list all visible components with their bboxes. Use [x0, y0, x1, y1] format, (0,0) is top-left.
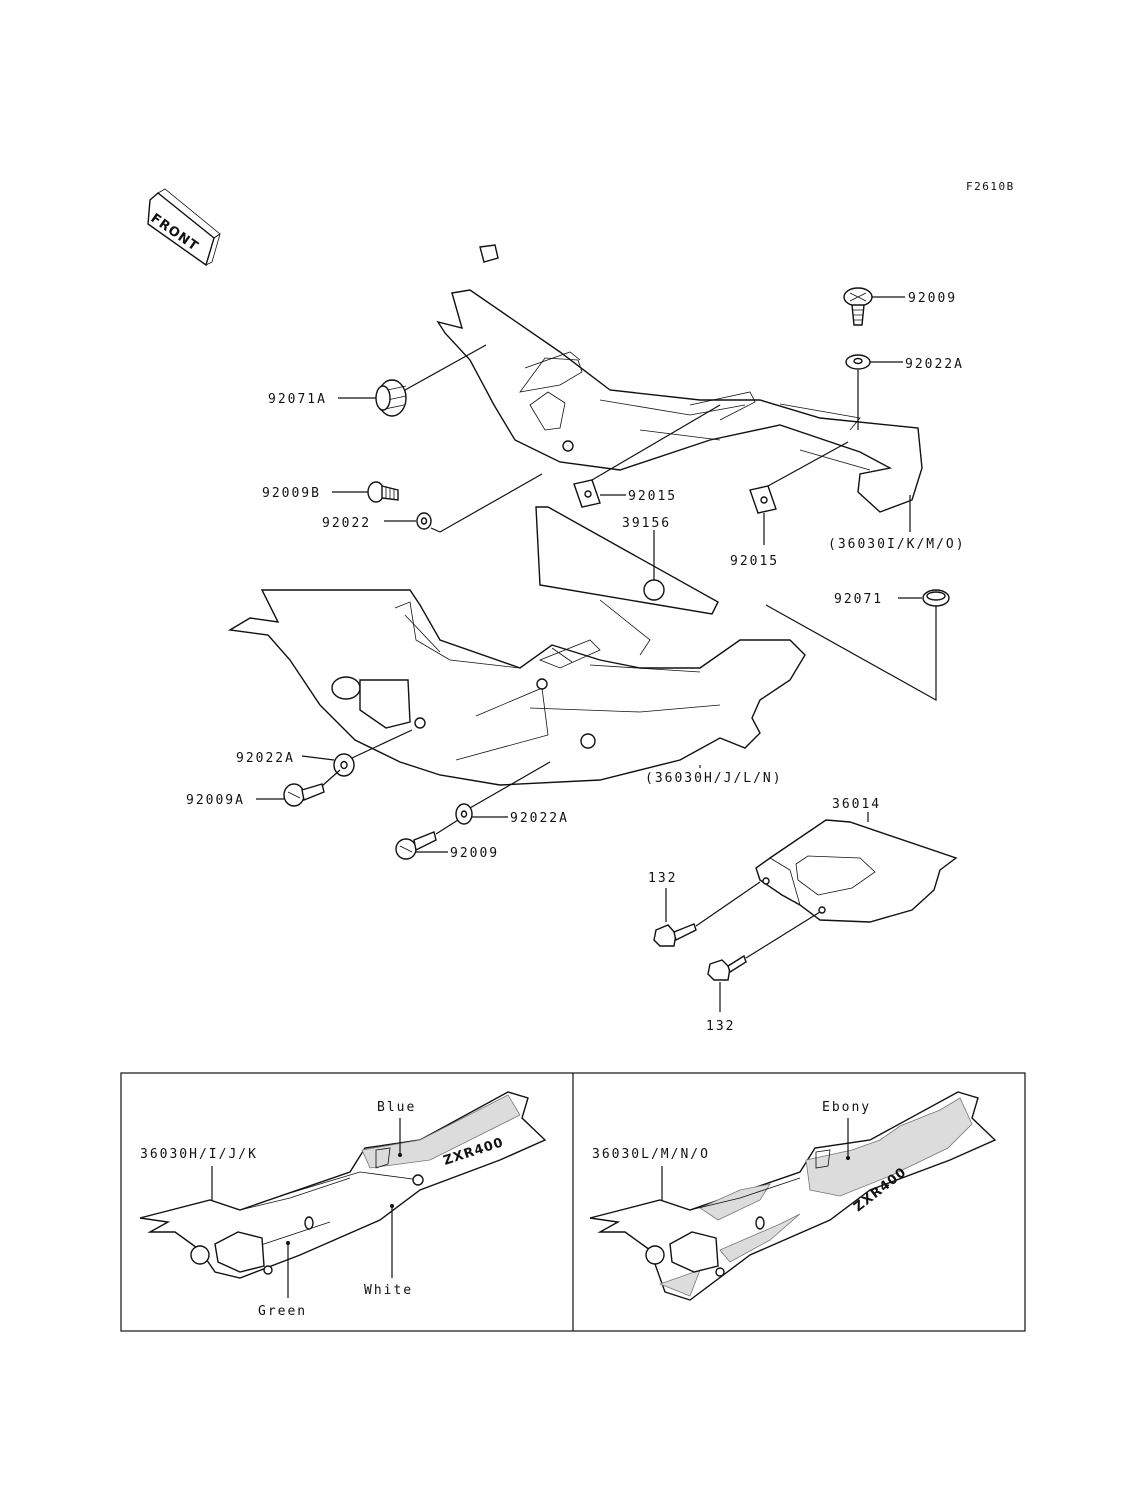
washer-92022a-mid [455, 803, 473, 825]
clip-92015-a [573, 479, 601, 508]
label-39156: 39156 [622, 516, 671, 531]
label-92009a: 92009A [186, 793, 245, 808]
upper-side-cover [436, 244, 923, 513]
washer-92022a-top [845, 354, 871, 370]
variant-right-code: 36030L/M/N/O [592, 1147, 710, 1162]
lower-side-cover [227, 589, 806, 786]
label-36030-ikmo: (36030I/K/M/O) [828, 537, 966, 552]
label-92009-mid: 92009 [450, 846, 499, 861]
bolt-92009-mid [395, 831, 437, 860]
label-92022a-left: 92022A [236, 751, 295, 766]
label-36014: 36014 [832, 797, 881, 812]
label-36030-hjln: (36030H/J/L/N) [645, 771, 783, 786]
variant-left-color-green: Green [258, 1304, 307, 1319]
bolt-132-a [653, 923, 697, 947]
variant-right-color-ebony: Ebony [822, 1100, 871, 1115]
label-92015-a: 92015 [628, 489, 677, 504]
label-92022a-top: 92022A [905, 357, 964, 372]
label-92015-b: 92015 [730, 554, 779, 569]
washer-92022 [416, 512, 432, 530]
front-arrow-icon: FRONT [147, 188, 221, 267]
figure-code: F2610B [966, 180, 1015, 193]
bolt-132-b [707, 954, 747, 981]
label-132-b: 132 [706, 1019, 735, 1034]
label-92022: 92022 [322, 516, 371, 531]
label-92071a: 92071A [268, 392, 327, 407]
label-92022a-mid: 92022A [510, 811, 569, 826]
variant-left-color-blue: Blue [377, 1100, 416, 1115]
bolt-92009-top [843, 287, 873, 326]
variant-left-code: 36030H/I/J/K [140, 1147, 258, 1162]
variant-right-cover: ZXR400 [589, 1091, 997, 1301]
label-92009b: 92009B [262, 486, 321, 501]
label-92071: 92071 [834, 592, 883, 607]
bolt-92009b [367, 481, 399, 503]
bolt-92009a [283, 783, 325, 807]
grommet-92071 [922, 589, 950, 607]
bracket-36014 [755, 819, 958, 923]
variant-left-color-white: White [364, 1283, 413, 1298]
variant-left-cover: ZXR400 [139, 1091, 547, 1279]
clip-92015-b [749, 485, 777, 514]
grommet-92071a [375, 379, 407, 417]
label-132-a: 132 [648, 871, 677, 886]
label-92009-top: 92009 [908, 291, 957, 306]
